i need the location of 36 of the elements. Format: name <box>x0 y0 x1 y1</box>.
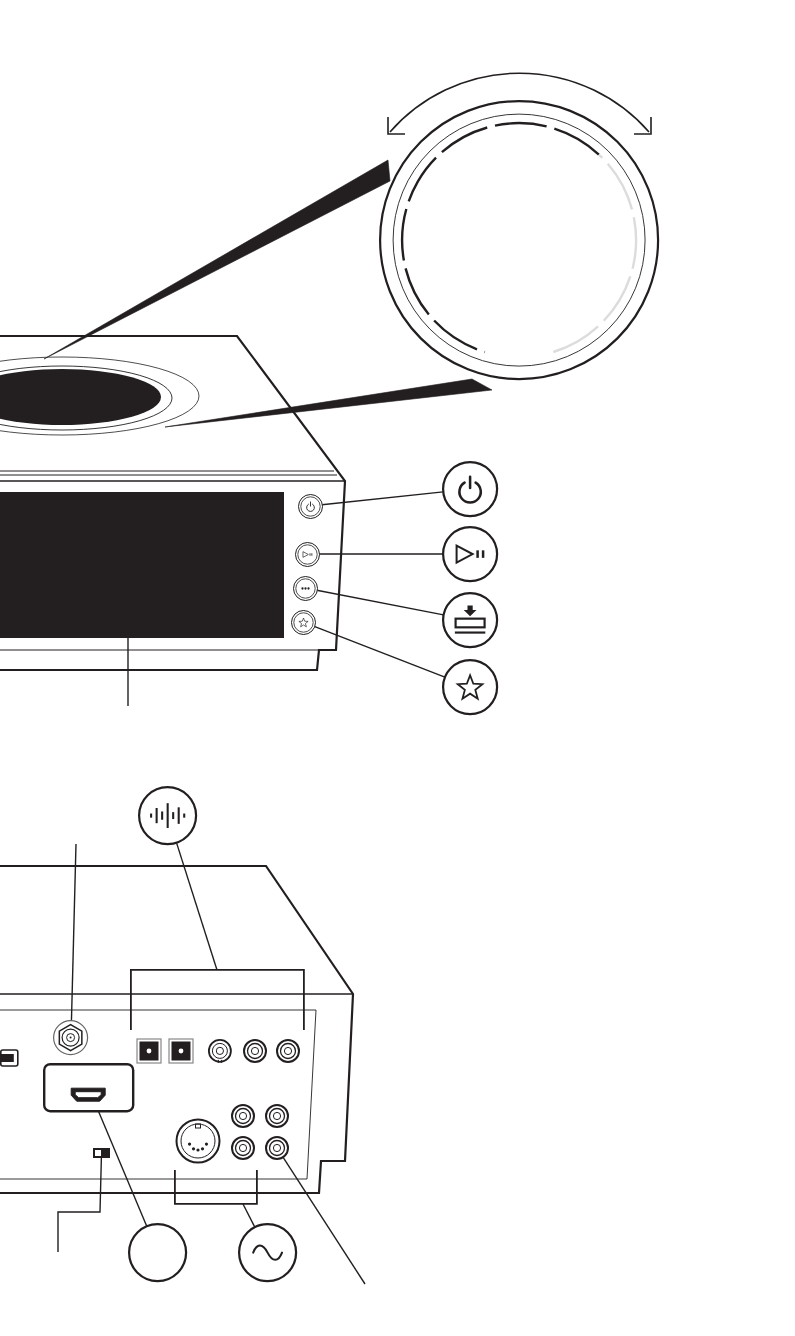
display-screen <box>0 492 284 638</box>
rca-jack <box>275 1038 301 1064</box>
callout-circle <box>127 1222 189 1284</box>
more-button <box>291 574 319 602</box>
callout-circle <box>440 524 500 584</box>
antenna-connector <box>52 1019 90 1057</box>
leader-line <box>175 842 218 971</box>
leader-line <box>318 553 444 555</box>
rca-jack <box>242 1038 268 1064</box>
callout-circle <box>440 459 500 519</box>
knob <box>0 356 201 439</box>
rca-jack <box>264 1103 290 1129</box>
leader-line <box>242 1203 256 1229</box>
leader-line <box>127 637 129 707</box>
leader-line <box>313 625 446 678</box>
leader-line <box>282 1156 366 1285</box>
magnifier-wedge <box>43 159 493 428</box>
callout-circle <box>137 785 199 847</box>
bracket <box>173 1168 259 1206</box>
play-pause-button <box>293 540 321 568</box>
leader-line <box>70 843 77 1022</box>
callout-circle <box>440 657 500 717</box>
leader-line <box>321 491 444 506</box>
bracket <box>129 968 306 1032</box>
leader-line <box>57 1157 103 1253</box>
power-button <box>296 492 324 520</box>
dial-closeup <box>377 98 661 382</box>
star-button <box>289 608 317 636</box>
slide-switch <box>92 1147 111 1159</box>
coaxial-jack <box>207 1038 233 1064</box>
rca-jack <box>230 1135 256 1161</box>
callout-circle <box>440 590 500 650</box>
rca-jack <box>264 1135 290 1161</box>
callout-circle <box>237 1222 299 1284</box>
rca-jack <box>230 1103 256 1129</box>
hdmi-port-panel <box>41 1061 136 1114</box>
